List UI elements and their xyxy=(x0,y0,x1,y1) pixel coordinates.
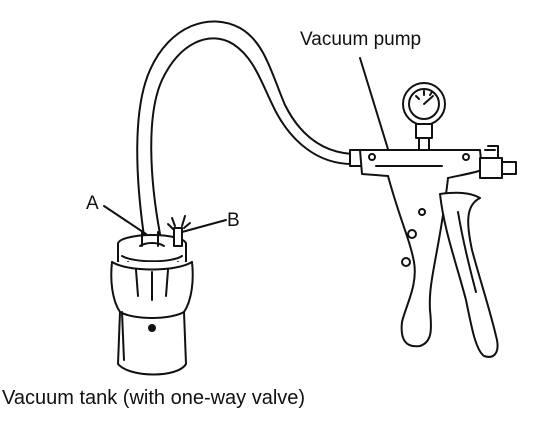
vacuum-pump-label: Vacuum pump xyxy=(300,29,422,50)
label-b: B xyxy=(227,210,240,231)
vacuum-pump xyxy=(359,82,517,358)
leader-line-b xyxy=(181,219,227,233)
label-a: A xyxy=(86,193,99,214)
vacuum-tank-label: Vacuum tank (with one-way valve) xyxy=(2,387,306,409)
leader-line-a xyxy=(103,205,147,235)
vacuum-tank xyxy=(110,215,194,376)
vacuum-hose xyxy=(136,20,363,237)
